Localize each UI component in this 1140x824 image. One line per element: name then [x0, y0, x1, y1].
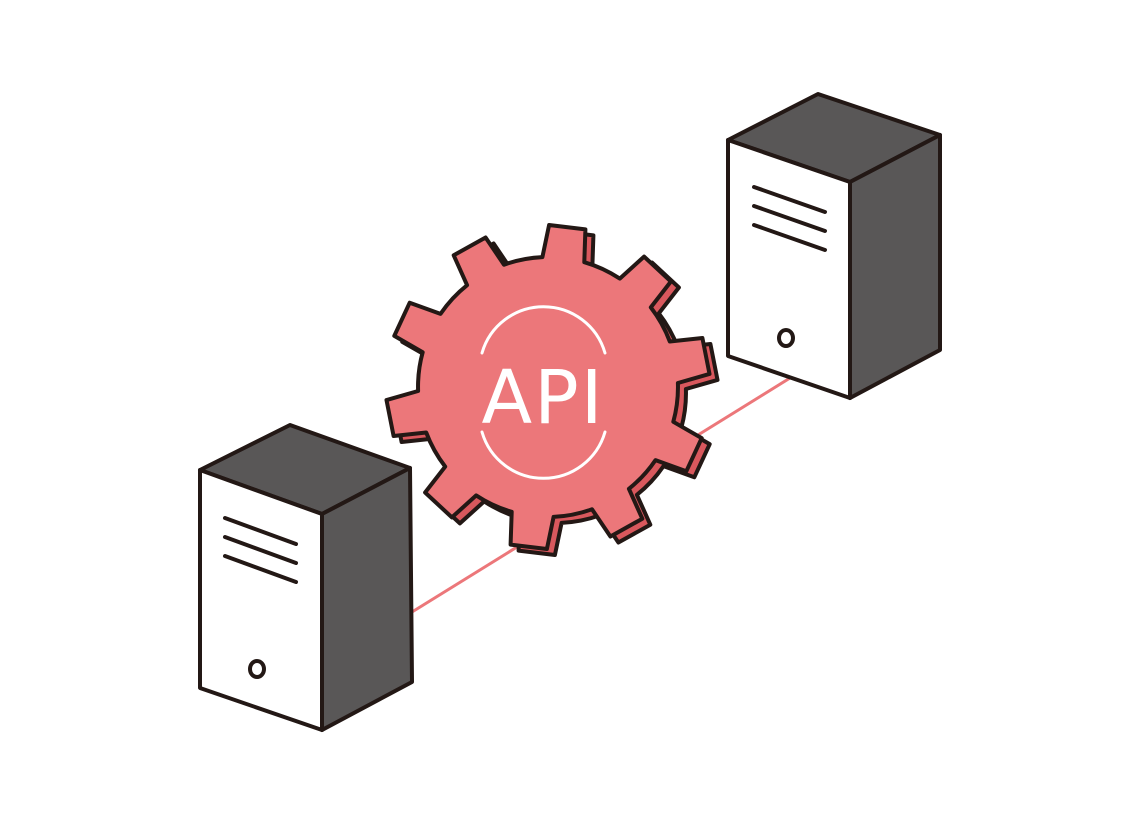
- right-server-side: [848, 133, 942, 400]
- gear-icon: API: [384, 223, 720, 557]
- right-server-power-button: [777, 328, 795, 348]
- left-server-vents: [223, 516, 298, 584]
- right-server-icon: [726, 92, 942, 400]
- gear-inner-ring-top: [480, 305, 607, 355]
- left-server-power-button: [248, 659, 266, 679]
- gear-label: API: [481, 355, 604, 441]
- right-server-vents: [752, 185, 827, 252]
- left-server-side: [320, 466, 414, 732]
- left-server-front: [198, 468, 324, 732]
- gear-body: [384, 223, 712, 551]
- left-server-icon: [198, 423, 414, 732]
- right-server-front: [726, 138, 852, 400]
- gear-inner-ring-bottom: [480, 430, 607, 480]
